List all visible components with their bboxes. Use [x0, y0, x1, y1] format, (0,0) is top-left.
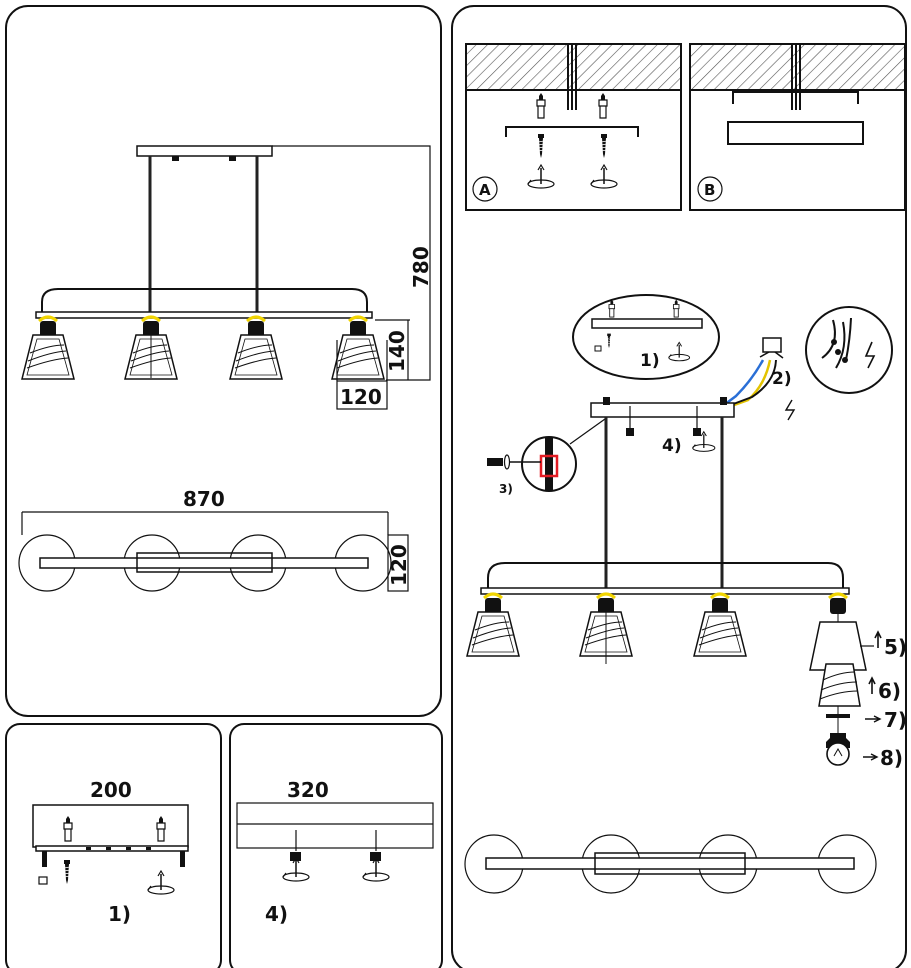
detail-bracket-bubble	[572, 294, 720, 380]
lamp-bar-top	[39, 557, 369, 569]
installed-canopy	[590, 397, 735, 436]
top-view-drawing	[18, 511, 409, 592]
step-1-detail-label: 1)	[640, 351, 660, 371]
installed-fixture	[465, 417, 882, 766]
outer-shade	[809, 621, 867, 671]
panel-bracket	[5, 723, 222, 968]
step-8-label: 8)	[880, 746, 903, 770]
step-4-detail-label: 4)	[662, 436, 682, 456]
dim-total-length: 870	[183, 487, 225, 511]
dim-bracket-length: 200	[90, 778, 132, 802]
warning-electric-icon	[784, 399, 796, 421]
mounting-option-a	[465, 43, 682, 211]
option-a-label: A	[479, 181, 491, 199]
canopy	[136, 145, 273, 157]
step-2-label: 2)	[772, 369, 792, 389]
terminal-block	[723, 337, 796, 421]
step-5-label: 5)	[884, 635, 907, 659]
panel-canopy	[229, 723, 443, 968]
shade-ring	[826, 714, 850, 718]
shade	[20, 315, 76, 381]
dim-canopy-depth: 120	[387, 544, 411, 586]
wiring-detail-bubble	[805, 306, 893, 394]
panel-installation	[451, 5, 907, 968]
dim-canopy-length: 320	[287, 778, 329, 802]
side-view-drawing	[20, 145, 386, 381]
inner-glass	[818, 663, 861, 707]
step-4-label: 4)	[265, 902, 288, 926]
wire-yellow-green	[725, 359, 772, 410]
light-bulb	[826, 742, 850, 766]
bracket-drawing	[32, 804, 189, 895]
dim-total-height: 780	[409, 246, 433, 288]
lamp-bar	[41, 288, 368, 315]
dim-shade-width: 120	[340, 385, 382, 409]
shade	[228, 315, 284, 381]
step-1-label: 1)	[108, 902, 131, 926]
warning-electric-icon	[864, 341, 876, 369]
dimension-lines	[272, 145, 431, 410]
canopy-top	[136, 552, 273, 573]
step-6-label: 6)	[878, 679, 901, 703]
panel-dimensions	[5, 5, 442, 717]
mounting-option-b	[689, 43, 906, 211]
shade	[330, 315, 386, 381]
installation-top-view	[464, 834, 877, 894]
wire-blue	[723, 359, 765, 406]
canopy-drawing	[236, 802, 434, 882]
option-b-label: B	[704, 181, 715, 199]
step-3-label: 3)	[499, 482, 513, 496]
cable-gripper-detail	[487, 418, 606, 492]
dim-shade-height: 140	[385, 330, 409, 372]
step-7-label: 7)	[884, 708, 907, 732]
